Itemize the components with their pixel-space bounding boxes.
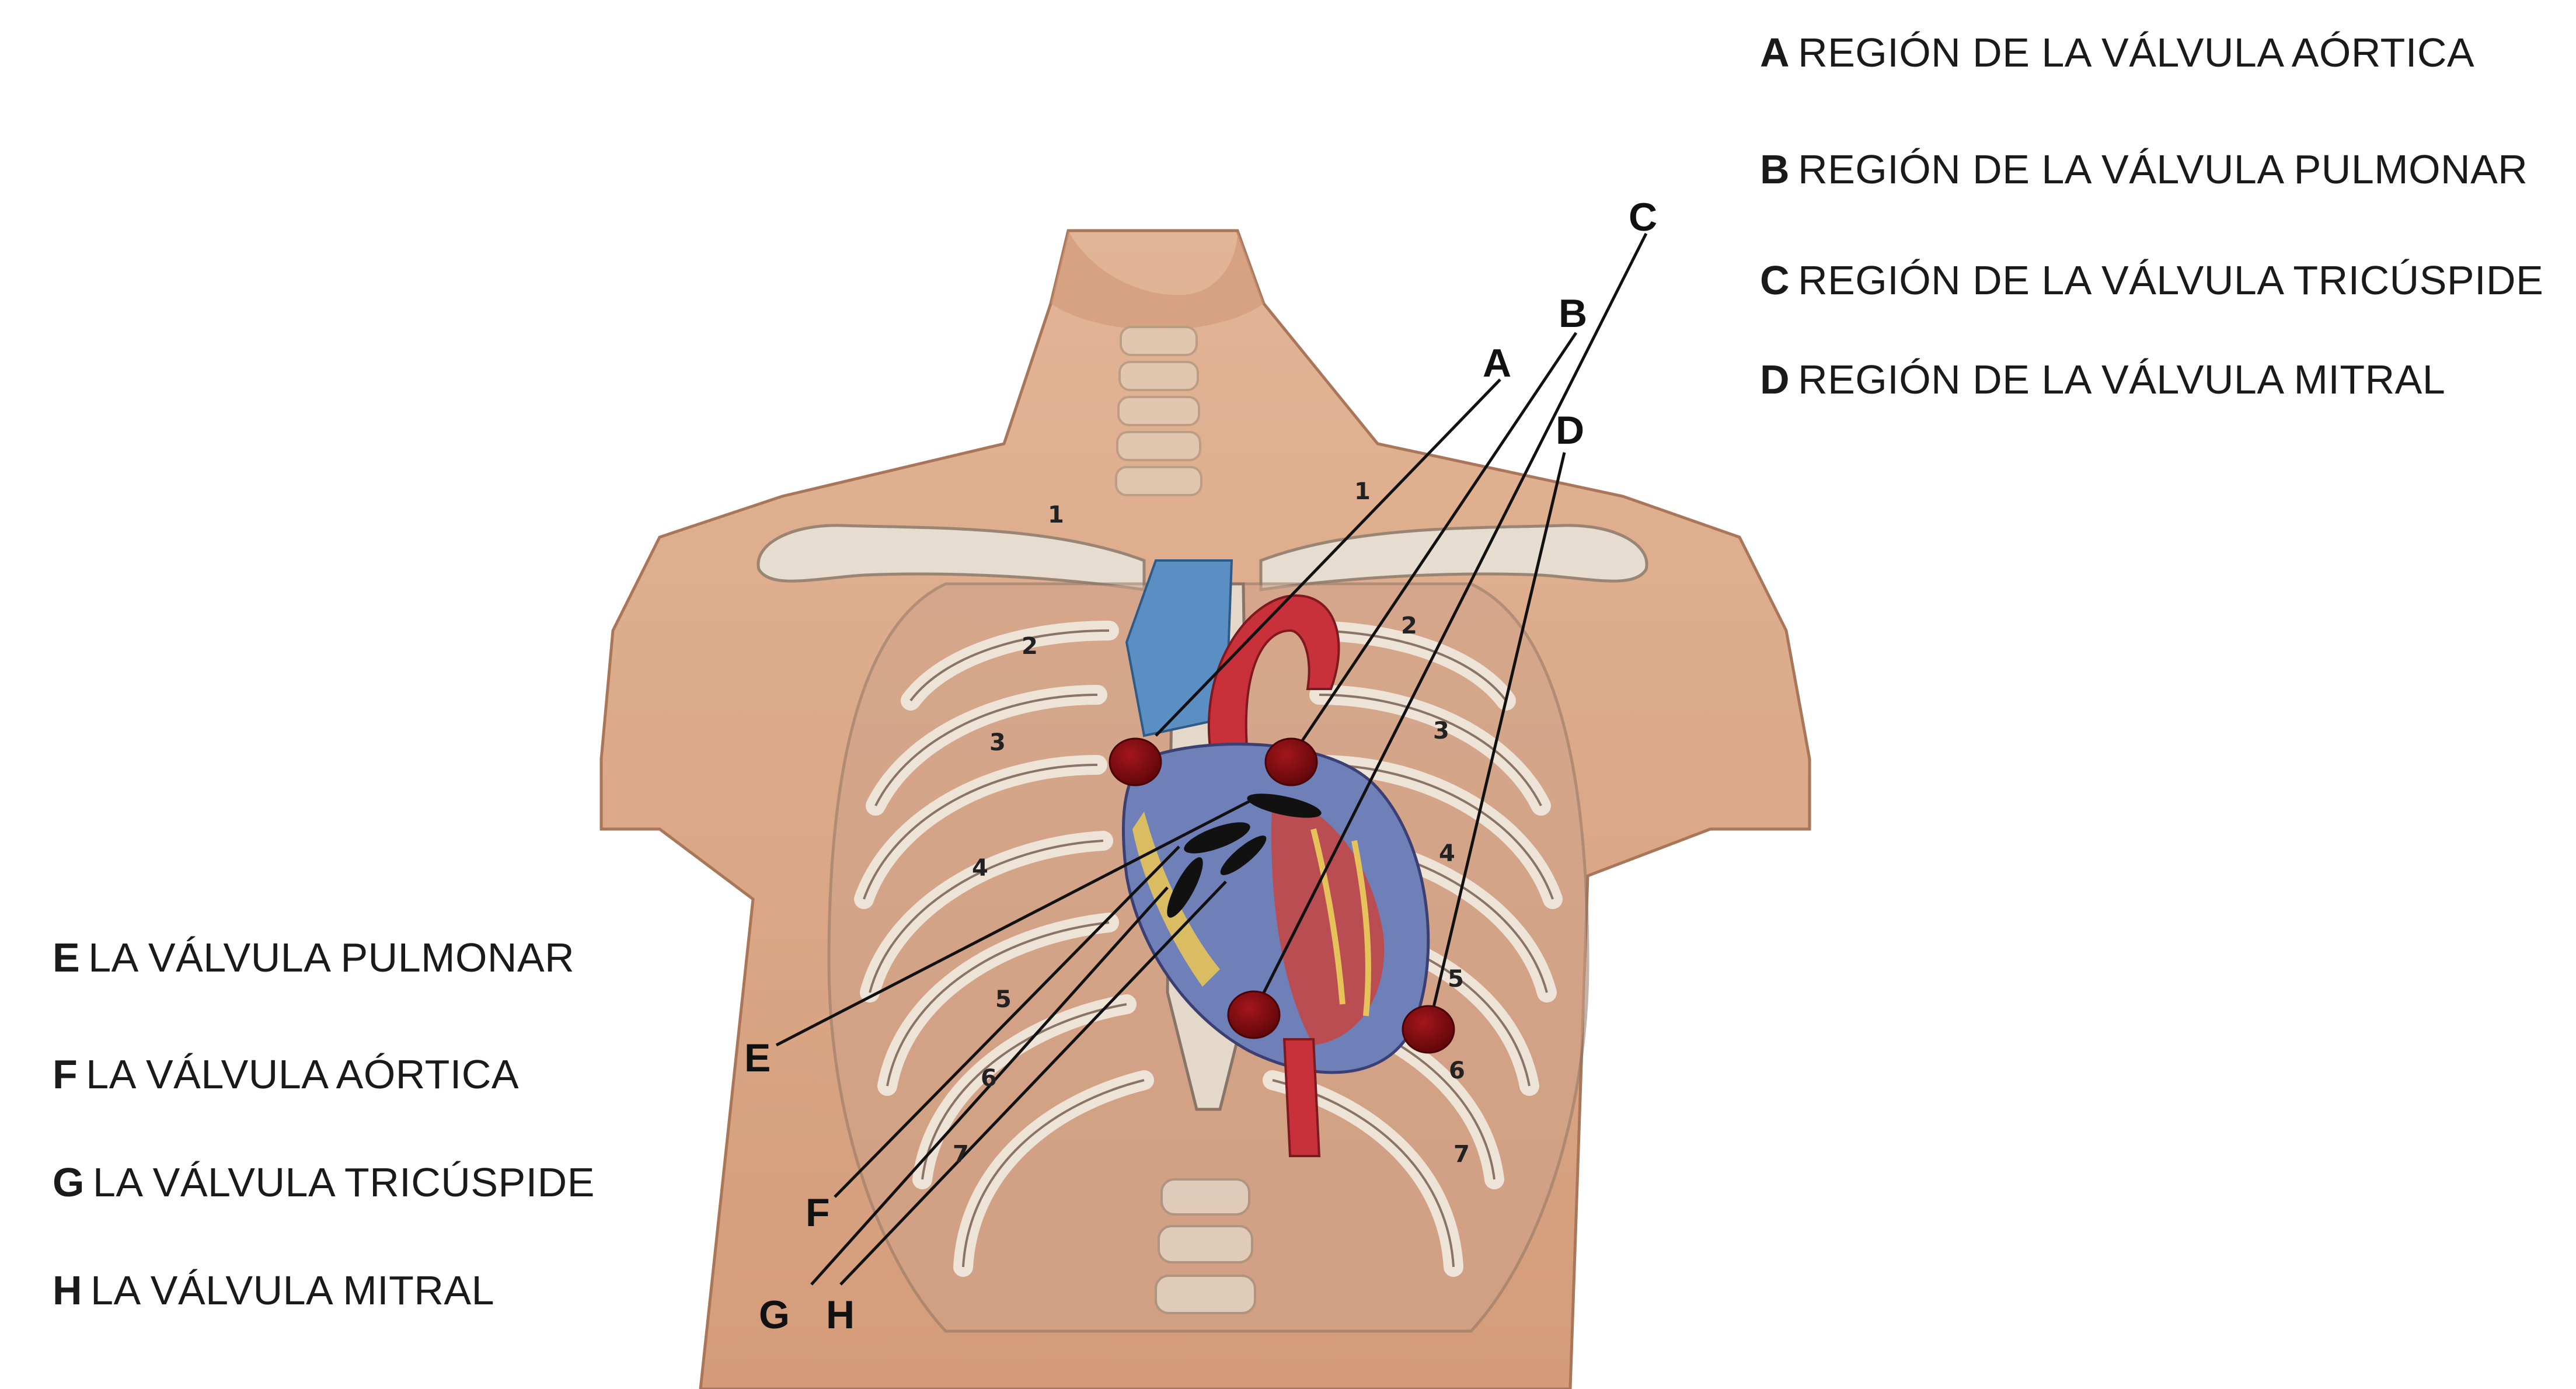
legend-c-text: REGIÓN DE LA VÁLVULA TRICÚSPIDE [1798,257,2544,303]
rib-number-right-6: 6 [981,1065,997,1092]
valve-mark-tricuspide [1167,857,1203,918]
legend-b-key: B [1760,147,1790,192]
auscultation-dots [1109,737,1455,1054]
neck [1051,231,1264,330]
rib-number-right-1: 1 [1048,502,1064,528]
ribs-right-edges [863,629,1145,1268]
callout-line-h [839,880,1227,1286]
legend-d-key: D [1760,357,1790,402]
callout-line-f [834,845,1180,1198]
rib-number-left-5: 5 [1448,966,1464,993]
rib-number-right-2: 2 [1022,633,1038,660]
rib-number-right-5: 5 [995,986,1012,1013]
rib-number-left-6: 6 [1449,1057,1465,1084]
callout-letter-d: D [1556,408,1584,452]
valve-mark-pulmonar [1247,793,1322,818]
legend-a-key: A [1760,30,1790,75]
legend-e-key: E [53,935,81,980]
coronary-vessels [1310,828,1371,1016]
legend-e-text: LA VÁLVULA PULMONAR [88,935,575,980]
callout-line-d [1428,452,1566,1022]
callout-letter-a: A [1483,341,1511,385]
rib-number-left-7: 7 [1453,1141,1470,1168]
callout-letter-e: E [744,1036,771,1080]
callout-letter-b: B [1559,291,1587,336]
legend-g-text: LA VÁLVULA TRICÚSPIDE [92,1160,595,1205]
rib-numbers: 1 2 3 4 5 6 7 1 2 3 4 5 6 7 [953,478,1470,1168]
auscultation-dot-pulmonar [1264,737,1318,786]
callout-line-e [775,798,1253,1047]
legend-c-key: C [1760,257,1790,303]
callout-letter-g: G [759,1293,790,1337]
callout-line-b [1300,332,1578,743]
rib-number-left-3: 3 [1433,718,1449,744]
valve-mark-aortica [1184,822,1250,854]
legend-g-key: G [53,1160,85,1205]
rib-number-right-7: 7 [953,1141,969,1168]
callout-line-g [810,886,1169,1286]
legend-f-key: F [53,1052,78,1097]
callout-line-a [1155,378,1501,737]
auscultation-dot-aortica [1109,737,1162,786]
callout-letter-h: H [826,1293,855,1337]
callout-letter-f: F [806,1190,830,1235]
legend-h-text: LA VÁLVULA MITRAL [90,1268,495,1313]
callout-letter-c: C [1629,195,1657,239]
auscultation-dot-tricuspide [1227,990,1281,1039]
rib-number-left-4: 4 [1439,840,1455,867]
descending-aorta [1282,1038,1321,1157]
rib-number-right-4: 4 [972,855,988,882]
rib-number-left-1: 1 [1354,478,1371,505]
rib-number-right-3: 3 [989,729,1006,756]
callout-lines [775,232,1648,1286]
cervical-spine [1115,326,1202,496]
aortic-arch [1207,594,1340,772]
heart-right-ventricle [1271,794,1385,1045]
legend-f-text: LA VÁLVULA AÓRTICA [86,1052,520,1097]
clavicle-right [757,524,1146,591]
rib-number-left-2: 2 [1401,612,1417,639]
superior-vena-cava [1125,559,1233,737]
callout-letters: A B C D E F G H [744,195,1657,1337]
legend-h-key: H [53,1268,83,1313]
callout-line-c [1253,232,1648,1011]
legend-a-text: REGIÓN DE LA VÁLVULA AÓRTICA [1798,30,2475,75]
auscultation-dot-mitral [1402,1005,1455,1054]
legend-d-text: REGIÓN DE LA VÁLVULA MITRAL [1798,357,2446,402]
thoracic-spine [1155,1178,1256,1314]
legend-b-text: REGIÓN DE LA VÁLVULA PULMONAR [1798,147,2528,192]
valve-mark-mitral [1220,836,1267,875]
valve-marks [1167,793,1322,918]
